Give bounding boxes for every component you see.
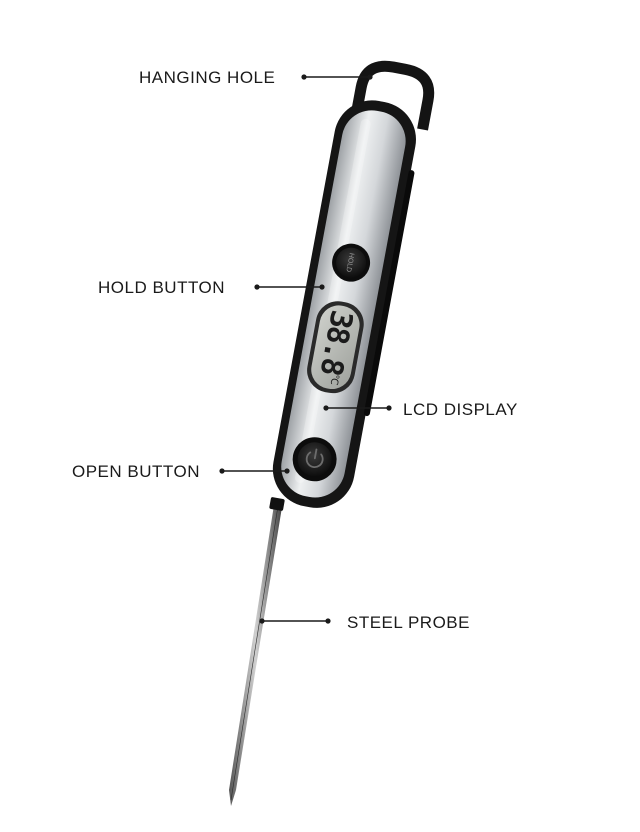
thermometer-handle: HOLD 38.8 ℃ bbox=[272, 60, 435, 508]
callout-hanging-hole: HANGING HOLE bbox=[139, 68, 373, 87]
label-open-button: OPEN BUTTON bbox=[72, 462, 200, 481]
callout-open-button: OPEN BUTTON bbox=[72, 462, 290, 481]
hold-button[interactable]: HOLD bbox=[329, 241, 373, 285]
callout-lcd-display: LCD DISPLAY bbox=[323, 400, 517, 419]
hold-key-text: HOLD bbox=[344, 252, 354, 272]
label-hold-button: HOLD BUTTON bbox=[98, 278, 225, 297]
lcd-unit: ℃ bbox=[328, 373, 341, 386]
callout-steel-probe: STEEL PROBE bbox=[259, 613, 470, 632]
steel-probe bbox=[229, 497, 285, 806]
lcd-display: 38.8 ℃ bbox=[307, 301, 364, 394]
power-icon bbox=[305, 448, 324, 469]
label-steel-probe: STEEL PROBE bbox=[347, 613, 470, 632]
callout-hold-button: HOLD BUTTON bbox=[98, 278, 325, 297]
label-lcd-display: LCD DISPLAY bbox=[403, 400, 518, 419]
label-hanging-hole: HANGING HOLE bbox=[139, 68, 275, 87]
open-button[interactable] bbox=[289, 434, 340, 485]
